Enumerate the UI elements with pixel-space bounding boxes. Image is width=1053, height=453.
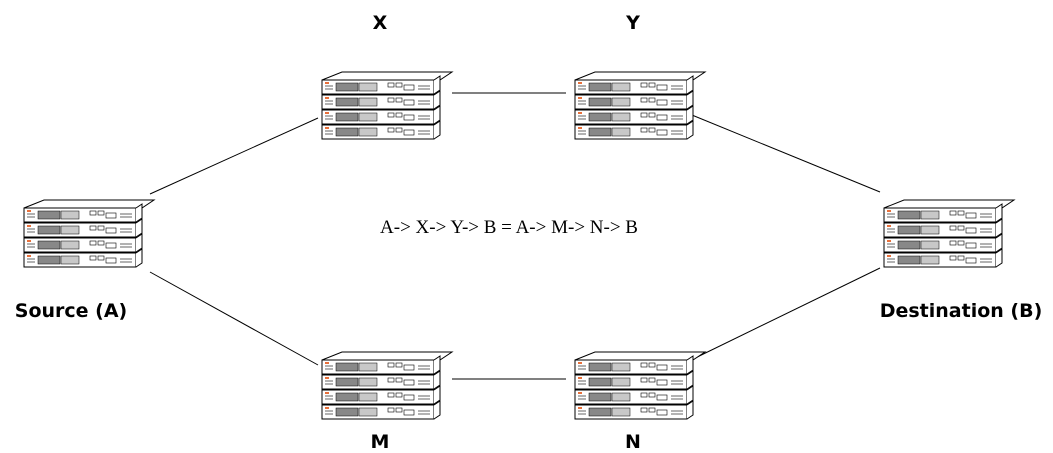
link-y-b <box>686 112 881 193</box>
node-label-y: Y <box>626 12 640 34</box>
switch-b-icon <box>884 200 1014 267</box>
links <box>149 92 881 380</box>
node-label-source: Source (A) <box>14 300 128 322</box>
node-label-destination: Destination (B) <box>879 300 1043 322</box>
node-label-x: X <box>372 12 388 34</box>
link-n-b <box>686 267 881 363</box>
switch-n-icon <box>575 352 705 419</box>
switch-x-icon <box>322 72 452 139</box>
switch-m-icon <box>322 352 452 419</box>
node-label-n: N <box>625 431 641 453</box>
path-equation: A-> X-> Y-> B = A-> M-> N-> B <box>380 217 638 238</box>
switch-y-icon <box>575 72 705 139</box>
node-label-m: M <box>370 431 390 453</box>
link-a-m <box>149 271 319 366</box>
link-a-x <box>149 117 319 195</box>
switch-a-icon <box>24 200 154 267</box>
